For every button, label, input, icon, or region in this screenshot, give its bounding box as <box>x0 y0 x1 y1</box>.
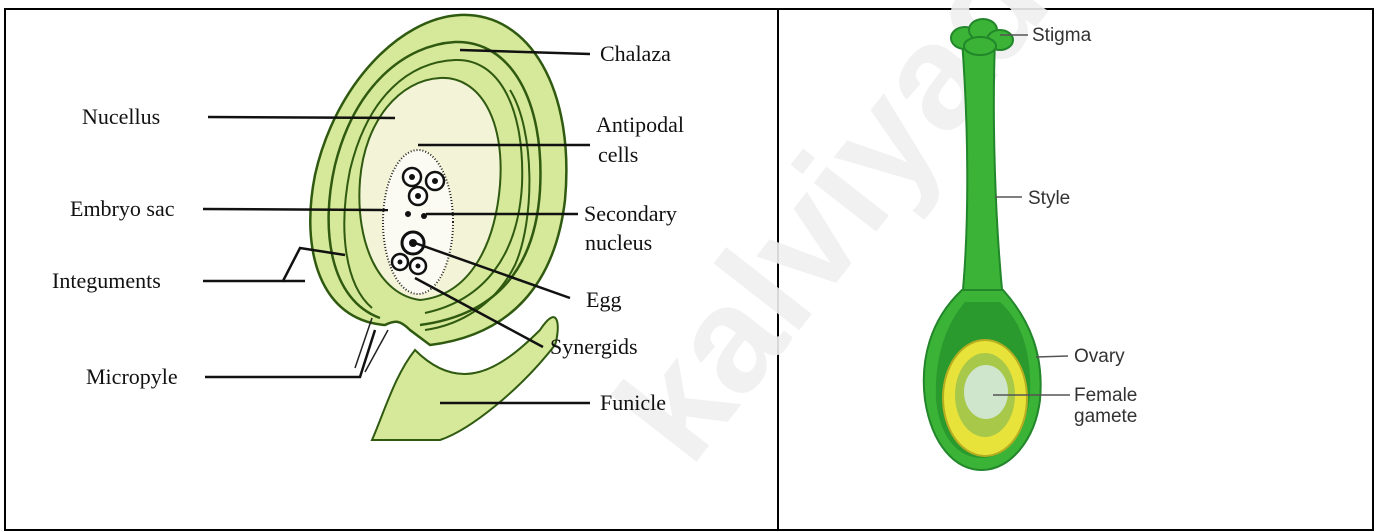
label-nucellus: Nucellus <box>82 104 160 129</box>
label-chalaza: Chalaza <box>600 41 671 66</box>
label-stigma: Stigma <box>1032 25 1092 46</box>
label-antipodal-2: cells <box>598 142 638 167</box>
label-antipodal-1: Antipodal <box>596 112 684 137</box>
label-egg: Egg <box>586 287 621 312</box>
label-funicle: Funicle <box>600 390 666 415</box>
label-style: Style <box>1028 188 1070 209</box>
female-gamete-shape <box>964 365 1008 419</box>
label-embryo-sac: Embryo sac <box>70 196 175 221</box>
label-synergids: Synergids <box>550 334 638 359</box>
label-female-1: Female <box>1074 385 1137 406</box>
polar-nucleus <box>405 211 411 217</box>
label-secondary-1: Secondary <box>584 201 677 226</box>
label-secondary-2: nucleus <box>585 230 652 255</box>
label-ovary: Ovary <box>1074 346 1125 367</box>
label-integuments: Integuments <box>52 268 161 293</box>
label-female-2: gamete <box>1074 406 1137 427</box>
label-micropyle: Micropyle <box>86 364 178 389</box>
